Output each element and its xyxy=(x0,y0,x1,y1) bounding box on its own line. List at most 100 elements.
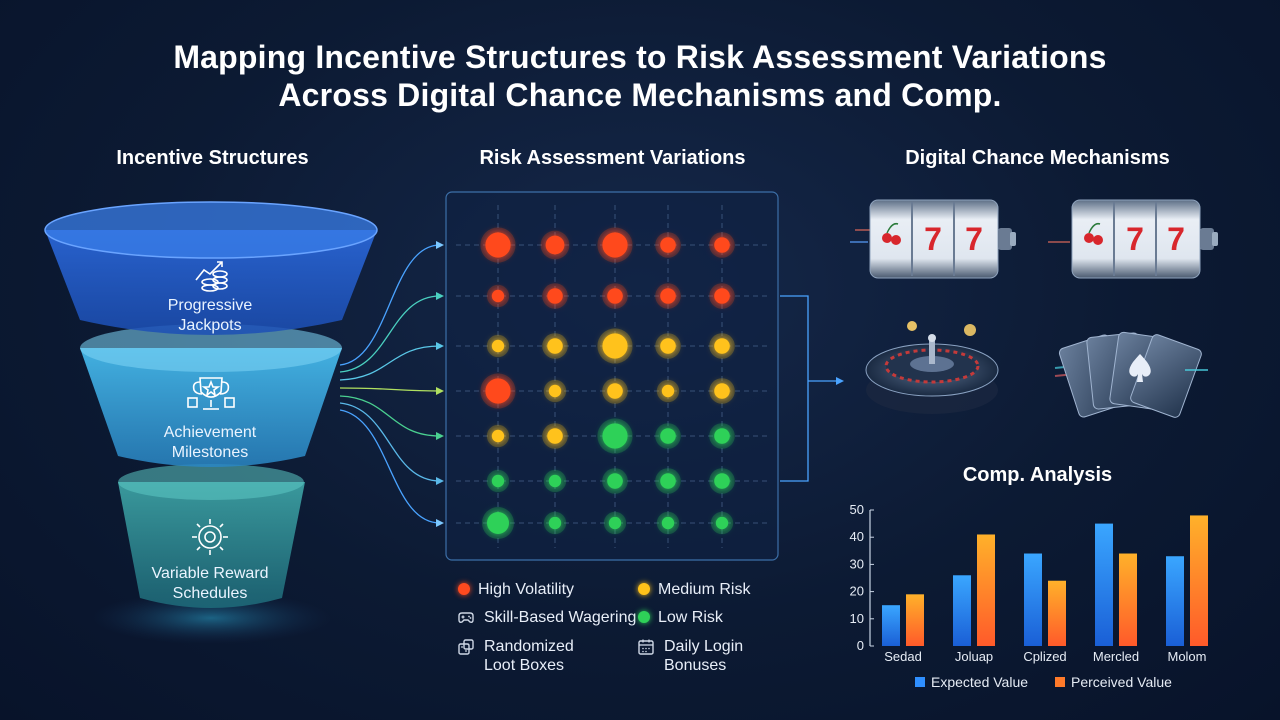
risk-heading: Risk Assessment Variations xyxy=(479,147,746,169)
funnel-label-jackpots-line2: Jackpots xyxy=(178,317,242,334)
mechanisms-illustrations: 7 7 7 7 xyxy=(850,199,1218,418)
risk-dot-high xyxy=(485,232,511,258)
y-tick-label: 0 xyxy=(857,638,864,653)
funnel-label-jackpots: Progressive Jackpots xyxy=(110,296,310,336)
roulette-wheel-icon xyxy=(865,321,999,414)
legend-medium-risk: Medium Risk xyxy=(638,580,750,599)
gamepad-icon xyxy=(458,612,474,623)
flow-arrow-3 xyxy=(339,345,441,381)
x-category-label: Mercled xyxy=(1093,649,1139,664)
bar-perceived-mercled xyxy=(1119,553,1137,646)
funnel-label-milestones: Achievement Milestones xyxy=(110,423,310,463)
flow-arrow-7 xyxy=(339,409,441,524)
risk-dot-low xyxy=(715,516,729,530)
risk-dot-low xyxy=(548,474,562,488)
legend-expected-value-label: Expected Value xyxy=(931,674,1029,690)
page-title: Mapping Incentive Structures to Risk Ass… xyxy=(0,38,1280,114)
funnel-label-milestones-line1: Achievement xyxy=(163,424,257,441)
risk-dot-low xyxy=(608,516,622,530)
svg-text:7: 7 xyxy=(924,221,942,257)
risk-dot-high xyxy=(485,378,511,404)
svg-text:7: 7 xyxy=(1126,221,1144,257)
y-tick-label: 20 xyxy=(850,584,864,599)
title-line-1: Mapping Incentive Structures to Risk Ass… xyxy=(173,39,1107,75)
risk-dot-medium xyxy=(607,383,623,399)
risk-dot-high xyxy=(545,235,565,255)
funnel-tier-1 xyxy=(45,230,377,335)
risk-dot-low xyxy=(491,474,505,488)
risk-dot-medium xyxy=(547,338,563,354)
legend-daily-login: Daily Login Bonuses xyxy=(636,637,743,675)
risk-dot-medium xyxy=(548,384,562,398)
legend-daily-login-line2: Bonuses xyxy=(664,657,727,674)
legend-high-volatility: High Volatility xyxy=(458,580,574,599)
risk-dot-high xyxy=(660,237,676,253)
legend-loot-boxes-line2: Loot Boxes xyxy=(484,657,565,674)
bar-expected-mercled xyxy=(1095,523,1113,646)
risk-dot-low xyxy=(714,428,730,444)
risk-dot-medium xyxy=(491,339,505,353)
coins-chart-icon xyxy=(195,261,228,292)
legend-perceived-value: Perceived Value xyxy=(1055,674,1172,690)
y-tick-label: 40 xyxy=(850,529,864,544)
slot-machine-2-icon: 7 7 xyxy=(1048,199,1218,279)
legend-low-risk-label: Low Risk xyxy=(658,609,723,626)
legend-loot-boxes: Randomized Loot Boxes xyxy=(456,637,574,675)
legend-loot-boxes-text: Randomized Loot Boxes xyxy=(484,637,574,675)
y-tick-label: 50 xyxy=(850,502,864,517)
funnel-label-milestones-line2: Milestones xyxy=(171,444,249,461)
svg-text:7: 7 xyxy=(1167,221,1185,257)
x-category-label: Cplized xyxy=(1023,649,1066,664)
risk-dot-high xyxy=(547,288,563,304)
risk-dot-medium xyxy=(714,338,730,354)
funnel-label-schedules-line2: Schedules xyxy=(172,585,248,602)
risk-dot-medium xyxy=(491,429,505,443)
dice-icon xyxy=(458,639,474,655)
risk-dot-low xyxy=(660,428,676,444)
risk-dot-low xyxy=(660,473,676,489)
legend-high-volatility-label: High Volatility xyxy=(478,581,575,598)
risk-dot-high xyxy=(491,289,505,303)
risk-dot-low xyxy=(714,473,730,489)
risk-dot-high xyxy=(660,288,676,304)
funnel-label-schedules-line1: Variable Reward xyxy=(151,565,269,582)
funnel-tier-3 xyxy=(118,482,305,608)
risk-dot-low xyxy=(487,512,509,534)
risk-legend: High Volatility Medium Risk Skill-Based … xyxy=(458,580,788,700)
high-volatility-dot-icon xyxy=(458,583,470,595)
incentives-heading: Incentive Structures xyxy=(116,147,309,169)
risk-dot-medium xyxy=(661,384,675,398)
chart-legend: Expected Value Perceived Value xyxy=(915,674,1215,694)
legend-perceived-value-label: Perceived Value xyxy=(1071,674,1172,690)
bar-expected-sedad xyxy=(882,605,900,646)
playing-cards-icon xyxy=(1054,331,1208,418)
bar-expected-cplized xyxy=(1024,553,1042,646)
x-category-label: Joluap xyxy=(955,649,993,664)
perceived-value-swatch-icon xyxy=(1055,677,1065,687)
legend-skill-wagering: Skill-Based Wagering xyxy=(456,608,636,628)
low-risk-dot-icon xyxy=(638,611,650,623)
bar-perceived-cplized xyxy=(1048,580,1066,646)
svg-text:7: 7 xyxy=(965,221,983,257)
x-category-label: Molom xyxy=(1167,649,1206,664)
bracket-connector xyxy=(780,295,809,482)
risk-dot-medium xyxy=(547,428,563,444)
risk-dot-high xyxy=(714,237,730,253)
funnel-tier-1-rim xyxy=(44,201,378,259)
risk-dot-high xyxy=(602,232,628,258)
bar-perceived-sedad xyxy=(906,594,924,646)
incentive-funnel xyxy=(44,201,378,644)
legend-medium-risk-label: Medium Risk xyxy=(658,581,751,598)
legend-daily-login-line1: Daily Login xyxy=(664,638,744,655)
expected-value-swatch-icon xyxy=(915,677,925,687)
flow-arrow-6 xyxy=(339,402,441,482)
title-line-2: Across Digital Chance Mechanisms and Com… xyxy=(278,77,1002,113)
risk-dot-low xyxy=(548,516,562,530)
risk-dot-medium xyxy=(714,383,730,399)
medium-risk-dot-icon xyxy=(638,583,650,595)
calendar-icon xyxy=(638,639,654,655)
bar-expected-joluap xyxy=(953,575,971,646)
flow-arrow-5 xyxy=(339,395,441,437)
